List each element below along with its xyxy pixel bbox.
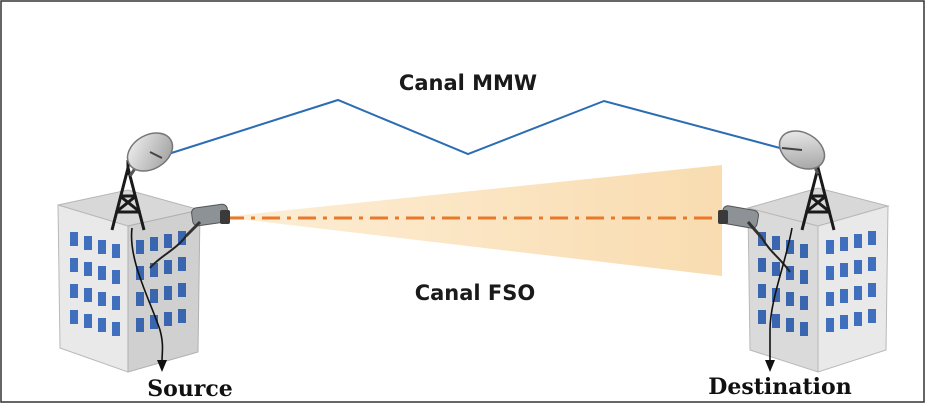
fso-beam <box>222 165 722 276</box>
radio-tower-icon <box>800 160 836 231</box>
building-icon <box>57 189 201 373</box>
source-node: Source <box>57 132 233 402</box>
fso-channel-label: Canal FSO <box>415 281 536 305</box>
fso-transceiver-icon <box>149 203 230 269</box>
fso-transceiver-icon <box>718 205 791 273</box>
radio-tower-icon <box>110 160 146 231</box>
dish-antenna-icon <box>778 130 826 175</box>
arrow-down-icon <box>765 227 793 372</box>
dish-antenna-icon <box>126 132 174 177</box>
destination-node: Destination <box>708 130 890 400</box>
arrow-down-icon <box>130 227 167 372</box>
mmw-channel-label: Canal MMW <box>399 71 537 95</box>
destination-label: Destination <box>708 374 851 400</box>
mmw-link <box>161 98 781 157</box>
source-label: Source <box>147 376 233 402</box>
building-icon <box>746 187 890 373</box>
